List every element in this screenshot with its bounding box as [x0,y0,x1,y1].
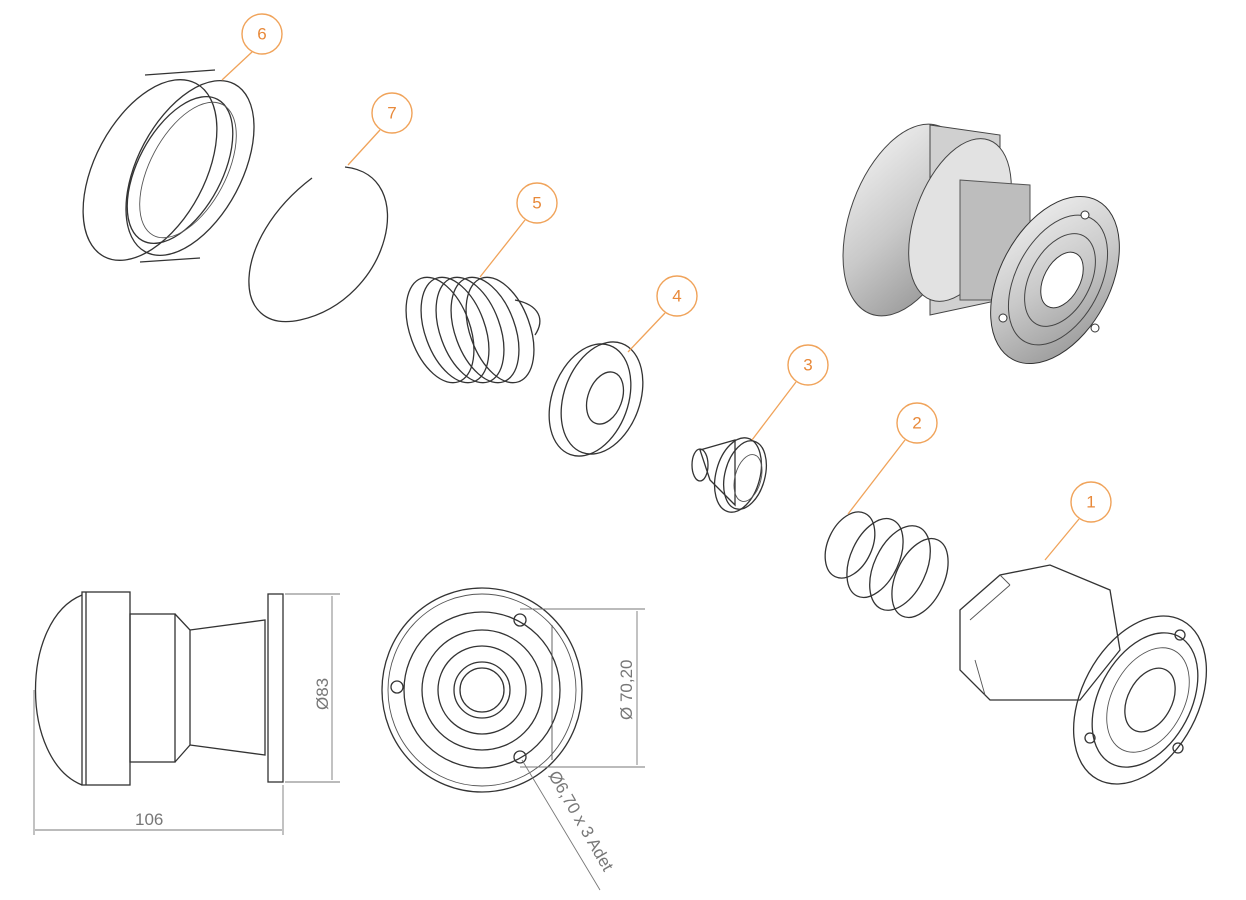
balloon-1: 1 [1044,481,1112,561]
part-5-spring [405,276,541,384]
balloon-6: 6 [221,13,283,81]
part-3-cone [691,437,767,513]
dim-bolt-circle: Ø 70,20 [617,660,636,721]
svg-text:1: 1 [1086,493,1095,512]
part-2-spring [824,511,949,619]
side-view-drawing [35,591,284,786]
part-4-washer [548,341,644,457]
assembled-part-render [842,123,1120,365]
dimension-lines [33,593,645,891]
dim-length: 106 [135,810,163,829]
balloon-4: 4 [627,275,698,353]
part-1-body [959,564,1208,785]
svg-text:2: 2 [912,414,921,433]
balloon-3: 3 [751,344,829,441]
dim-flange-diameter: Ø83 [313,678,332,710]
front-view-drawing [381,587,583,793]
balloon-5: 5 [479,182,558,278]
part-6-cap-ring [82,69,255,263]
svg-text:4: 4 [672,287,681,306]
svg-text:5: 5 [532,194,541,213]
svg-text:3: 3 [803,356,812,375]
part-7-snap-ring [248,166,389,323]
svg-text:6: 6 [257,25,266,44]
balloon-2: 2 [847,402,938,515]
balloon-7: 7 [347,92,413,166]
svg-text:7: 7 [387,104,396,123]
